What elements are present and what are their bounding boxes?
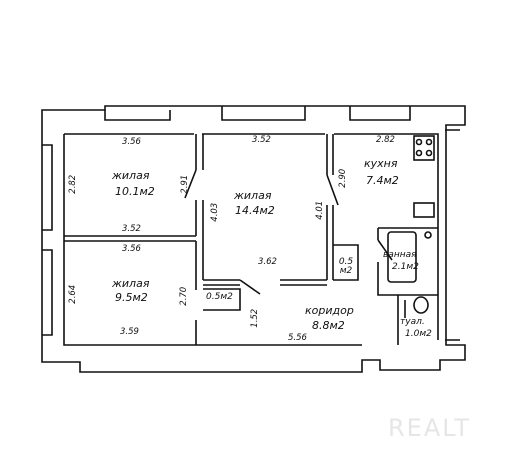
room-name-living3: жилая: [112, 277, 150, 290]
wall-r2-bottom: [203, 279, 327, 286]
room-area-living2: 14.4м2: [235, 204, 275, 217]
room-area-kitchen: 7.4м2: [366, 174, 399, 187]
room-name-living1: жилая: [112, 169, 150, 182]
dim-r2-right: 4.01: [315, 200, 326, 220]
room-name-bath: ванная: [383, 250, 417, 260]
dim-kitchen-left: 2.90: [338, 168, 349, 188]
dim-r2-bottom: 3.62: [258, 257, 277, 267]
wall-r1-r2: [195, 134, 204, 280]
wall-r2-kitchen: [326, 134, 334, 280]
room-area-living1: 10.1м2: [115, 185, 155, 198]
stove: [413, 135, 435, 161]
room-area-corridor: 8.8м2: [312, 319, 345, 332]
dim-r1-bottom: 3.52: [122, 224, 141, 234]
room-name-corridor: коридор: [305, 304, 354, 317]
room-area-closet2: 0.5 м2: [338, 257, 354, 276]
outer-wall: [41, 105, 466, 373]
dim-corr-bottom: 5.56: [288, 333, 307, 343]
wall-r1-r3: [64, 235, 196, 242]
dim-top-mid: 3.52: [252, 135, 271, 145]
sink: [413, 202, 435, 218]
dim-r3-top: 3.56: [122, 244, 141, 254]
room-area-living3: 9.5м2: [115, 291, 148, 304]
dim-left-upper: 2.82: [68, 174, 79, 194]
closet-05b: [333, 244, 359, 281]
room-area-toilet: 1.0м2: [405, 329, 432, 339]
dim-top-right: 2.82: [376, 135, 395, 145]
toilet-bowl: [413, 296, 429, 314]
room-name-toilet: туал.: [400, 317, 425, 327]
closet-05: [203, 288, 241, 311]
dim-top-left: 3.56: [122, 137, 141, 147]
dim-corr-vertical: 1.52: [250, 308, 261, 328]
dim-r3-right: 2.70: [179, 286, 190, 306]
toilet-walls: [397, 295, 406, 345]
dim-r2-left: 4.03: [210, 202, 221, 222]
bathtub: [387, 231, 417, 283]
watermark-logo: REALT: [388, 414, 471, 442]
dim-left-lower: 2.64: [68, 284, 79, 304]
dim-r1-right: 2.91: [180, 174, 191, 194]
dim-r3-bottom: 3.59: [120, 327, 139, 337]
kitchen-bath-wall: [377, 227, 438, 296]
room-area-closet1: 0.5м2: [206, 292, 233, 302]
room-name-living2: жилая: [234, 189, 272, 202]
room-area-bath: 2.1м2: [392, 262, 419, 272]
room-name-kitchen: кухня: [364, 157, 398, 170]
